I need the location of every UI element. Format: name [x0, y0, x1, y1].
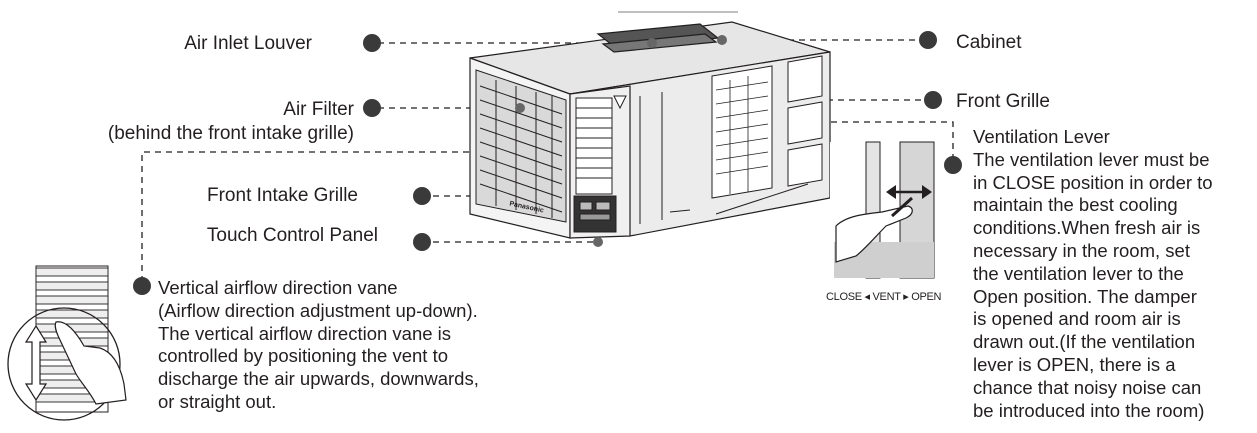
- ventilation-line: chance that noisy noise can: [973, 376, 1202, 398]
- ventilation-lever-text: Ventilation Lever The ventilation lever …: [973, 126, 1255, 422]
- front-intake-grille-pattern: [475, 69, 567, 223]
- label-air-filter-note: (behind the front intake grille): [107, 123, 354, 144]
- ventilation-line: in CLOSE position in order to: [973, 171, 1213, 193]
- ventilation-line: lever is OPEN, there is a: [973, 353, 1176, 375]
- hand-icon: [835, 205, 913, 263]
- up-down-arrow-icon: [24, 324, 48, 402]
- label-air-inlet-louver: Air Inlet Louver: [184, 33, 312, 54]
- vane-line: (Airflow direction adjustment up-down).: [158, 299, 478, 321]
- ventilation-line: The ventilation lever must be: [973, 148, 1210, 170]
- side-vent-slats: [715, 76, 769, 194]
- dot-air-inlet-louver: [363, 34, 381, 52]
- ventilation-line: be introduced into the room): [973, 399, 1205, 421]
- vane-line: controlled by positioning the vent to: [158, 345, 449, 367]
- side-vents: [639, 55, 823, 224]
- ventilation-line: necessary in the room, set: [973, 239, 1190, 261]
- vent-scale-label: CLOSE ◂ VENT ▸ OPEN: [826, 291, 942, 303]
- label-front-intake-grille: Front Intake Grille: [207, 185, 358, 206]
- label-touch-control-panel: Touch Control Panel: [206, 225, 378, 246]
- leader-ventilation-lever: [600, 121, 954, 160]
- dot-front-intake-grille: [413, 187, 431, 205]
- dot-front-grille: [924, 91, 942, 109]
- ventilation-line: maintain the best cooling: [973, 194, 1178, 216]
- vertical-vane-text: Vertical airflow direction vane (Airflow…: [158, 277, 558, 414]
- vane-hand-icon: [54, 321, 127, 405]
- dot-ventilation-lever: [944, 156, 962, 174]
- ventilation-line: conditions.When fresh air is: [973, 217, 1201, 239]
- dot-cabinet: [919, 31, 937, 49]
- vertical-vane-inset: [7, 265, 127, 421]
- front-grille-louvers: [575, 95, 627, 195]
- dot-vertical-vane: [133, 277, 151, 295]
- dot-air-filter: [363, 99, 381, 117]
- ventilation-line: the ventilation lever to the: [973, 262, 1184, 284]
- ventilation-lever-inset: [830, 141, 935, 279]
- label-air-filter: Air Filter: [283, 99, 354, 120]
- vane-line: or straight out.: [158, 390, 277, 412]
- vane-line: discharge the air upwards, downwards,: [158, 368, 479, 390]
- label-front-grille: Front Grille: [956, 91, 1050, 112]
- vane-line: The vertical airflow direction vane is: [158, 322, 452, 344]
- lever-arrow-icon: [886, 185, 932, 199]
- ventilation-line: is opened and room air is: [973, 308, 1181, 330]
- ventilation-line: Open position. The damper: [973, 285, 1197, 307]
- ventilation-line: drawn out.(If the ventilation: [973, 331, 1196, 353]
- ventilation-title: Ventilation Lever: [973, 126, 1110, 147]
- callout-dots: [133, 31, 962, 295]
- dot-touch-control-panel: [413, 233, 431, 251]
- label-cabinet: Cabinet: [956, 32, 1022, 53]
- vane-line: Vertical airflow direction vane: [158, 277, 398, 298]
- touch-control-panel-shape: [573, 195, 617, 233]
